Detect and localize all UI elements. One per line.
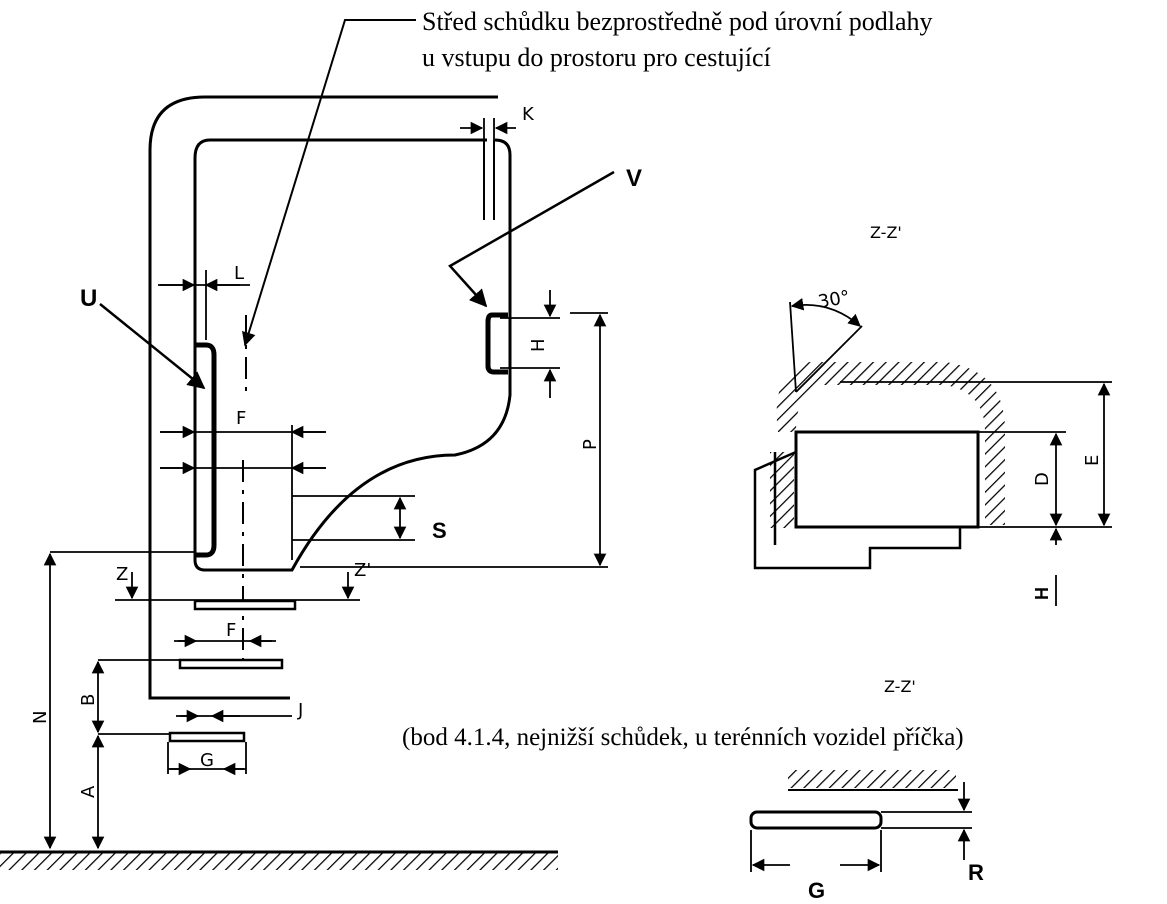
section1-d: D <box>1032 472 1053 486</box>
caption-line-2: u vstupu do prostoru pro cestující <box>422 43 771 72</box>
caption: Střed schůdku bezprostředně pod úrovní p… <box>242 7 933 347</box>
label-z: Z <box>116 564 128 585</box>
leader-u <box>99 303 206 390</box>
label-k: K <box>522 104 535 125</box>
section-zz-lower: Z-Z' (bod 4.1.4, nejnižší schůdek, u ter… <box>402 677 984 903</box>
label-s: S <box>432 518 447 543</box>
handrail-u <box>196 342 217 558</box>
hatch-arch <box>776 362 1005 525</box>
section1-angle: 30° <box>816 287 851 313</box>
hatch-left <box>770 452 794 528</box>
label-p: P <box>580 439 601 450</box>
section1-title: Z-Z' <box>870 223 902 242</box>
label-v: V <box>626 165 642 192</box>
section2-r: R <box>968 860 984 885</box>
outer-body-line <box>148 95 498 700</box>
leader-v <box>448 170 615 308</box>
dimensions-left <box>43 118 608 850</box>
label-g-left: G <box>200 750 214 771</box>
angle-arc <box>790 298 861 327</box>
label-a: A <box>78 785 99 798</box>
section2-note: (bod 4.1.4, nejnižší schůdek, u terénníc… <box>402 724 964 751</box>
steps <box>168 599 297 743</box>
section2-hatch <box>788 770 956 788</box>
section1-e: E <box>1082 455 1103 466</box>
label-n: N <box>30 711 51 724</box>
section2-g: G <box>808 878 825 903</box>
label-j: J <box>297 700 303 721</box>
section2-bar <box>749 810 883 830</box>
caption-leader-line <box>242 19 416 347</box>
label-b: B <box>78 694 99 706</box>
centre-lines <box>242 315 247 660</box>
section2-title: Z-Z' <box>884 677 916 696</box>
labels-main: U V L K F S P H Z Z' F N B A J G <box>30 104 642 798</box>
step-upper <box>193 599 297 611</box>
step-lower <box>168 731 246 743</box>
step-middle <box>178 658 284 670</box>
vehicle-outline <box>148 95 512 700</box>
leaders <box>99 170 615 390</box>
label-f-bottom: F <box>226 620 236 641</box>
label-l: L <box>234 263 244 284</box>
section1-h: H <box>1032 587 1052 600</box>
section1-platform <box>753 450 962 570</box>
label-z-prime: Z' <box>354 560 371 581</box>
label-f-top: F <box>236 408 246 429</box>
section1-step <box>794 430 980 529</box>
section-zz-upper: Z-Z' 30° E D H <box>753 223 1112 606</box>
label-h-door: H <box>528 338 549 352</box>
caption-line-1: Střed schůdku bezprostředně pod úrovní p… <box>422 7 933 36</box>
door-aperture <box>193 138 512 572</box>
label-u: U <box>80 285 97 312</box>
ground <box>0 850 558 870</box>
handle-v <box>485 312 508 375</box>
